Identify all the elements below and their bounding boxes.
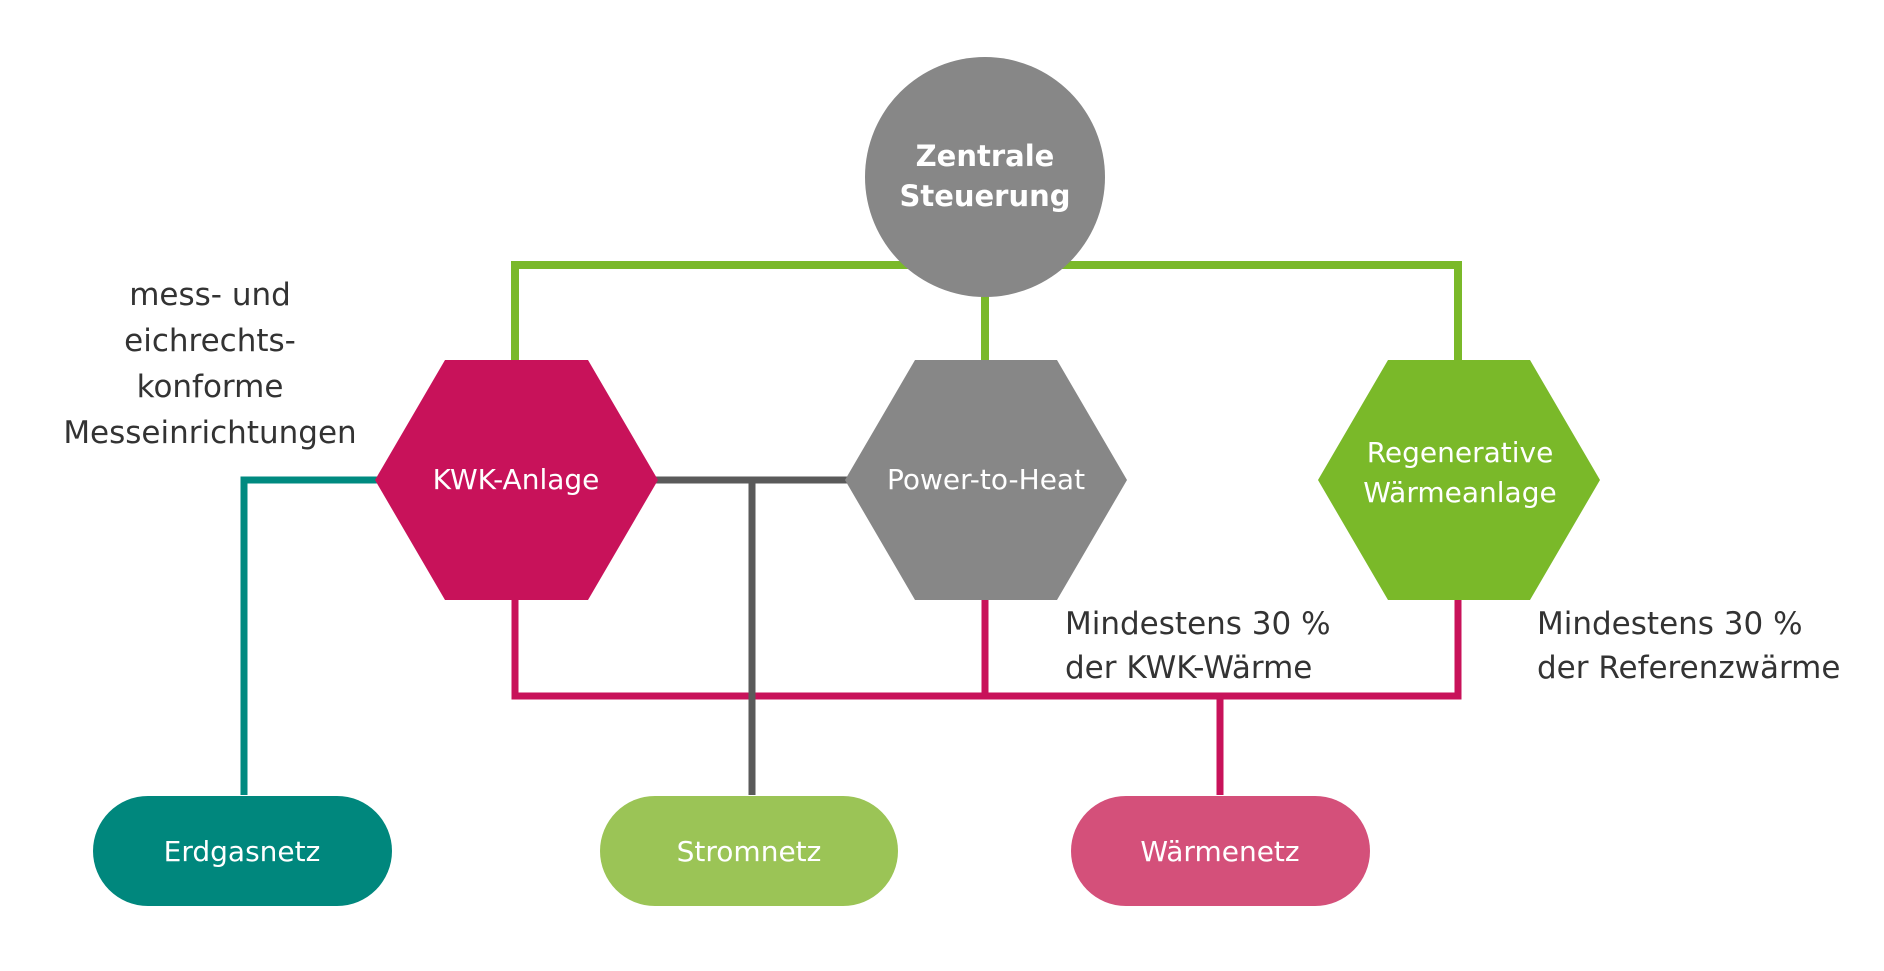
- power-network-node: Stromnetz: [600, 796, 898, 906]
- gas-connections: [240, 476, 378, 795]
- kwk-plant-label: KWK-Anlage: [433, 463, 600, 496]
- rounded-rect-icon: [93, 796, 392, 906]
- metering-annotation: mess- und eichrechts- konforme Messeinri…: [63, 277, 356, 451]
- heat-network-label: Wärmenetz: [1140, 835, 1299, 868]
- regenerative-heat-label-1: Regenerative: [1367, 436, 1554, 469]
- gas-network-node: Erdgasnetz: [93, 796, 392, 906]
- min-ref-line-1: Mindestens 30 %: [1537, 606, 1803, 642]
- metering-line-4: Messeinrichtungen: [63, 415, 356, 451]
- central-control-label-2: Steuerung: [899, 179, 1070, 213]
- central-control-node: Zentrale Steuerung: [865, 57, 1105, 297]
- central-control-label-1: Zentrale: [916, 139, 1055, 173]
- power-to-heat-label: Power-to-Heat: [887, 463, 1085, 496]
- kwk-plant-node: KWK-Anlage: [375, 360, 658, 600]
- gas-network-label: Erdgasnetz: [164, 835, 321, 868]
- min-ref-line-2: der Referenzwärme: [1537, 650, 1840, 686]
- control-line-kwk: [511, 261, 985, 360]
- power-to-heat-node: Power-to-Heat: [845, 360, 1127, 600]
- power-connections: [650, 476, 850, 795]
- heat-connections: [511, 595, 1462, 795]
- metering-line-2: eichrechts-: [124, 323, 296, 359]
- rounded-rect-icon: [600, 796, 898, 906]
- min-kwk-line-1: Mindestens 30 %: [1065, 606, 1331, 642]
- hexagon-icon: [845, 360, 1127, 600]
- min-kwk-line-2: der KWK-Wärme: [1065, 650, 1312, 686]
- min-kwk-annotation: Mindestens 30 % der KWK-Wärme: [1065, 606, 1331, 686]
- hexagon-icon: [1318, 360, 1600, 600]
- metering-line-3: konforme: [137, 369, 284, 405]
- circle-icon: [865, 57, 1105, 297]
- min-ref-annotation: Mindestens 30 % der Referenzwärme: [1537, 606, 1840, 686]
- regenerative-heat-node: Regenerative Wärmeanlage: [1318, 360, 1600, 600]
- hexagon-icon: [375, 360, 658, 600]
- gas-line: [240, 476, 378, 795]
- heat-network-node: Wärmenetz: [1071, 796, 1370, 906]
- metering-line-1: mess- und: [129, 277, 291, 313]
- control-line-regen: [985, 261, 1462, 360]
- regenerative-heat-label-2: Wärmeanlage: [1363, 476, 1556, 509]
- power-network-label: Stromnetz: [677, 835, 822, 868]
- rounded-rect-icon: [1071, 796, 1370, 906]
